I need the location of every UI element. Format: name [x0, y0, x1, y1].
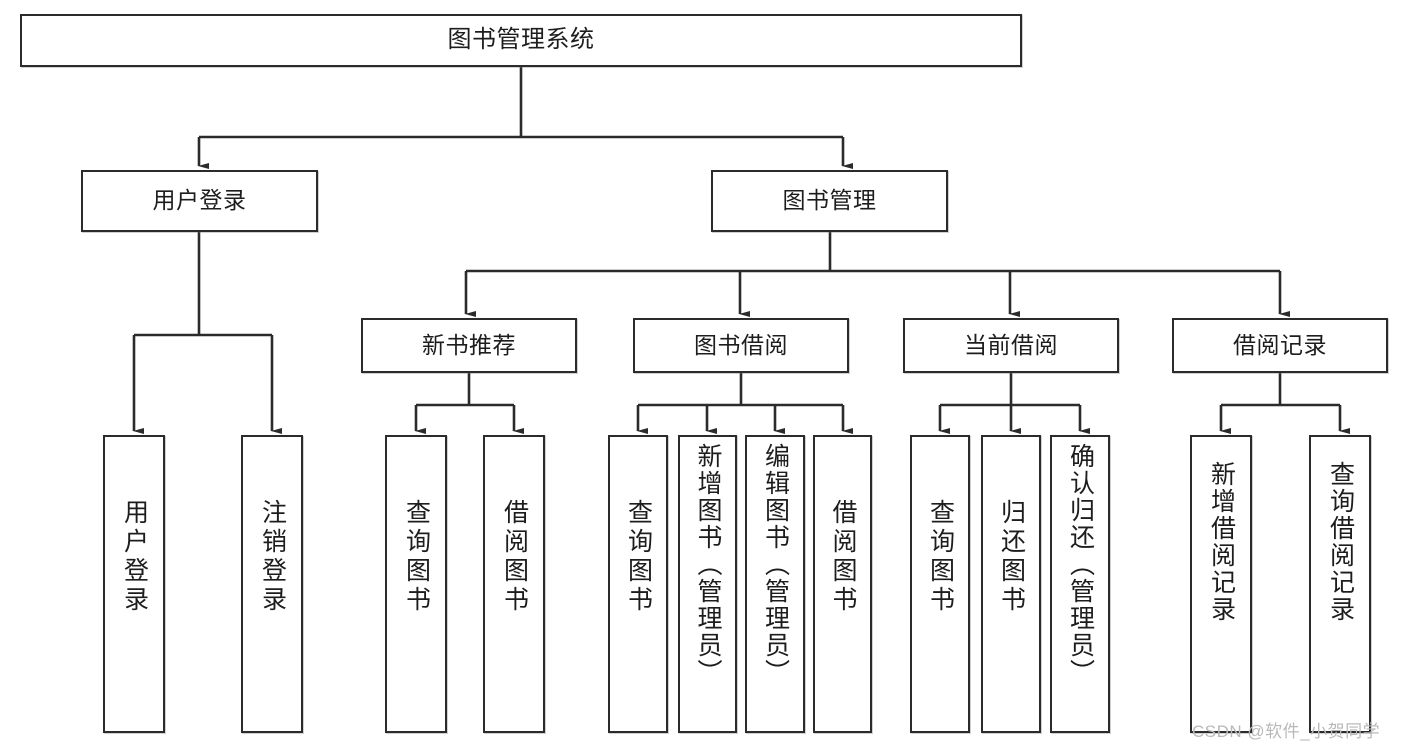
leaf-return-book[interactable]: 归还图书: [981, 435, 1041, 733]
node-root-label: 图书管理系统: [447, 26, 595, 54]
leaf-query-book-borrow-label: 查询图书: [624, 499, 653, 615]
node-book-manage-label: 图书管理: [782, 187, 877, 214]
leaf-add-borrow-record[interactable]: 新增借阅记录: [1190, 435, 1252, 733]
leaf-query-book-current-label: 查询图书: [926, 499, 955, 615]
leaf-edit-book-admin[interactable]: 编辑图书（管理员）: [745, 435, 805, 733]
leaf-borrow-book-recommend[interactable]: 借阅图书: [483, 435, 545, 733]
leaf-edit-book-admin-label: 编辑图书（管理员）: [761, 443, 790, 686]
csdn-watermark: CSDN @软件_小贺同学: [1192, 722, 1381, 741]
node-user-login-label: 用户登录: [152, 187, 247, 214]
leaf-query-book-current[interactable]: 查询图书: [910, 435, 970, 733]
leaf-query-borrow-record-label: 查询借阅记录: [1326, 461, 1355, 623]
leaf-user-login[interactable]: 用户登录: [103, 435, 165, 733]
leaf-add-borrow-record-label: 新增借阅记录: [1207, 461, 1236, 623]
leaf-confirm-return-admin-label: 确认归还（管理员）: [1066, 443, 1095, 686]
node-new-book-recommend-label: 新书推荐: [422, 331, 516, 358]
leaf-add-book-admin[interactable]: 新增图书（管理员）: [678, 435, 737, 733]
leaf-query-book-recommend[interactable]: 查询图书: [385, 435, 447, 733]
leaf-user-login-label: 用户登录: [120, 499, 149, 615]
leaf-confirm-return-admin[interactable]: 确认归还（管理员）: [1050, 435, 1110, 733]
leaf-user-logout[interactable]: 注销登录: [241, 435, 303, 733]
leaf-return-book-label: 归还图书: [997, 499, 1026, 615]
leaf-borrow-book-recommend-label: 借阅图书: [500, 499, 529, 615]
leaf-query-book-borrow[interactable]: 查询图书: [608, 435, 668, 733]
node-book-manage[interactable]: 图书管理: [711, 170, 948, 232]
leaf-query-book-recommend-label: 查询图书: [402, 499, 431, 615]
node-borrow-record-label: 借阅记录: [1233, 331, 1327, 358]
leaf-user-logout-label: 注销登录: [258, 499, 287, 615]
node-user-login[interactable]: 用户登录: [81, 170, 318, 232]
leaf-query-borrow-record[interactable]: 查询借阅记录: [1309, 435, 1371, 733]
node-new-book-recommend[interactable]: 新书推荐: [361, 318, 577, 373]
node-current-borrow-label: 当前借阅: [964, 331, 1058, 358]
leaf-borrow-book-borrow[interactable]: 借阅图书: [813, 435, 872, 733]
leaf-borrow-book-borrow-label: 借阅图书: [829, 499, 857, 615]
node-root[interactable]: 图书管理系统: [20, 14, 1022, 67]
node-book-borrow-label: 图书借阅: [694, 331, 788, 358]
leaf-add-book-admin-label: 新增图书（管理员）: [694, 443, 722, 686]
node-book-borrow[interactable]: 图书借阅: [633, 318, 849, 373]
node-borrow-record[interactable]: 借阅记录: [1172, 318, 1388, 373]
node-current-borrow[interactable]: 当前借阅: [903, 318, 1119, 373]
